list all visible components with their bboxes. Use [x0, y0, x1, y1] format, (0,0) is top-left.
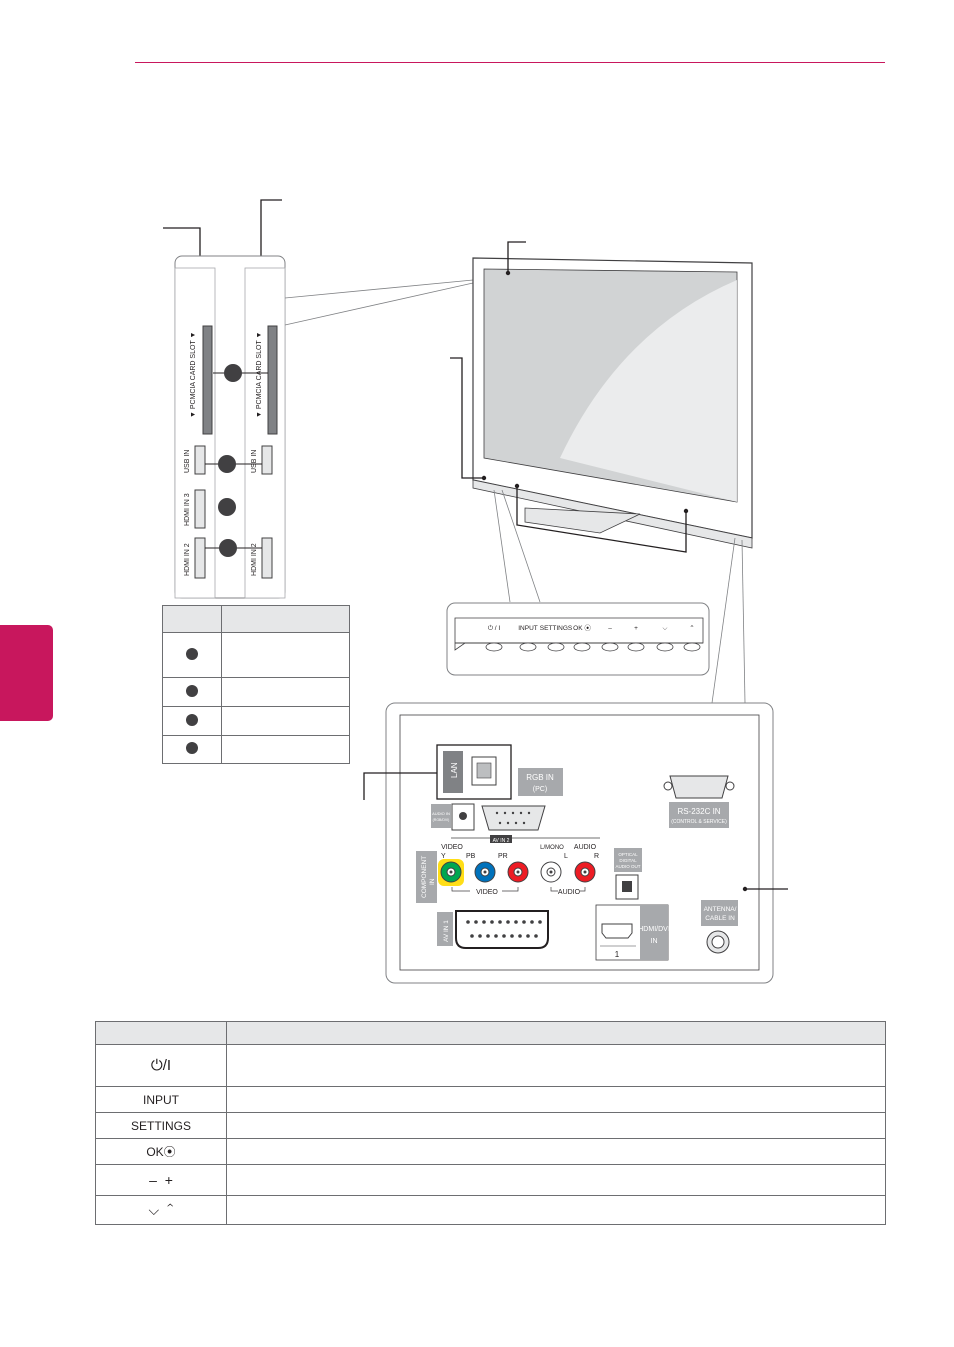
usb-port-right	[261, 445, 273, 475]
rs232c-label-2: (CONTROL & SERVICE)	[671, 819, 727, 825]
component-in-label-2: IN	[429, 878, 436, 885]
chapter-tab	[0, 625, 53, 721]
hdmi-dvi-label-1: HDMI/DVI	[638, 926, 670, 933]
hdmi2-label-left: HDMI IN 2	[184, 543, 191, 576]
legend-row	[162, 677, 350, 707]
callout-dot	[186, 647, 198, 660]
legend-row	[162, 632, 350, 678]
antenna-label-1: ANTENNA/	[704, 906, 737, 913]
callout-right	[260, 199, 282, 262]
y-label: Y	[441, 853, 446, 860]
cp-label-ok: OK ⦿	[573, 624, 591, 632]
callout-dot	[186, 742, 198, 754]
audio-in-label-1: AUDIO IN	[432, 811, 450, 816]
callout-left	[163, 227, 201, 262]
optical-label-2: DIGITAL	[619, 858, 637, 863]
legend-row	[162, 706, 350, 736]
hdmi3-port	[194, 489, 206, 529]
video-bottom-label: VIDEO	[476, 889, 498, 896]
legend-row	[162, 735, 350, 764]
tv-stand	[524, 507, 641, 534]
av-in-1-label: AV IN 1	[443, 920, 450, 942]
hdmi2-port-right	[261, 537, 273, 579]
callout-dot	[186, 684, 198, 697]
av-in-2-label: AV IN 2	[493, 838, 510, 844]
usb-port-left	[194, 445, 206, 475]
cp-label-plus: +	[634, 625, 638, 632]
lan-port	[471, 756, 497, 786]
audio-in-label-2: (RGB/DVI)	[433, 818, 450, 822]
button-row-input: INPUT	[95, 1086, 886, 1113]
rs232c-label-1: RS-232C IN	[677, 807, 720, 816]
optical-label-3: AUDIO OUT	[615, 864, 640, 869]
side-panel-legend-table	[162, 605, 350, 764]
cp-label-input: INPUT	[518, 625, 538, 632]
button-row-down-up: ⌵ ⌃	[95, 1195, 886, 1225]
audio-bottom-label: AUDIO	[558, 889, 581, 896]
legend-header-row	[162, 605, 350, 633]
lan-label: LAN	[450, 762, 459, 778]
r-label: R	[594, 853, 599, 860]
cp-button-input[interactable]	[519, 642, 537, 652]
component-in-label-1: COMPONENT	[421, 856, 428, 898]
rgb-in-port	[481, 805, 546, 831]
audio-top-label: AUDIO	[574, 844, 597, 851]
pcmcia-slot-right	[267, 325, 278, 435]
cp-button-settings[interactable]	[547, 642, 565, 652]
header-rule	[135, 62, 885, 63]
pb-label: PB	[466, 853, 476, 860]
usb-label-left: USB IN	[184, 450, 191, 473]
pcmcia-label-left: ▼ PCMCIA CARD SLOT ▼	[190, 332, 197, 418]
l-label: L	[564, 853, 568, 860]
optical-label-1: OPTICAL	[618, 852, 638, 857]
button-row-minus-plus: – +	[95, 1164, 886, 1196]
button-row-settings: SETTINGS	[95, 1112, 886, 1139]
scart-port	[455, 910, 549, 949]
button-row-ok: OK⦿	[95, 1138, 886, 1165]
pr-label: PR	[498, 853, 508, 860]
video-top-label: VIDEO	[441, 844, 463, 851]
cp-label-up: ⌃	[689, 624, 694, 632]
hdmi2-port-left	[194, 537, 206, 579]
tv-diagram: ▼ PCMCIA CARD SLOT ▼ ▼ PCMCIA CARD SLOT …	[163, 199, 788, 984]
cp-button-down[interactable]	[656, 642, 674, 652]
pcmcia-label-right: ▼ PCMCIA CARD SLOT ▼	[256, 332, 263, 418]
button-description-table: ⏻/I INPUT SETTINGS OK⦿ – + ⌵ ⌃	[95, 1021, 886, 1225]
rgb-in-label-1: RGB IN	[526, 773, 554, 782]
cp-button-ok[interactable]	[573, 642, 591, 652]
cp-button-minus[interactable]	[601, 642, 619, 652]
cp-label-settings: SETTINGS	[540, 625, 573, 632]
pcmcia-slot-left	[202, 325, 213, 435]
cp-button-up[interactable]	[683, 642, 701, 652]
callout-dot	[186, 713, 198, 726]
button-row-power: ⏻/I	[95, 1044, 886, 1087]
cp-label-minus: –	[608, 625, 612, 632]
hdmi-dvi-port	[601, 923, 633, 939]
cp-button-plus[interactable]	[627, 642, 645, 652]
rgb-in-label-2: (PC)	[533, 786, 547, 793]
lan-highlight	[436, 744, 512, 800]
hdmi3-label: HDMI IN 3	[184, 493, 191, 526]
hdmi-dvi-number: 1	[615, 950, 620, 959]
hdmi2-label-right: HDMI IN 2	[251, 543, 258, 576]
cp-button-power[interactable]	[485, 642, 503, 652]
cp-label-down: ⌵	[663, 625, 668, 632]
usb-label-right: USB IN	[251, 450, 258, 473]
cp-label-power: ⏻ / I	[488, 625, 501, 632]
l-mono-label: L/MONO	[540, 845, 564, 851]
hdmi-dvi-label-2: IN	[651, 938, 658, 945]
button-table-header	[95, 1021, 886, 1045]
rs232c-port	[669, 775, 729, 799]
antenna-label-2: CABLE IN	[705, 915, 735, 922]
